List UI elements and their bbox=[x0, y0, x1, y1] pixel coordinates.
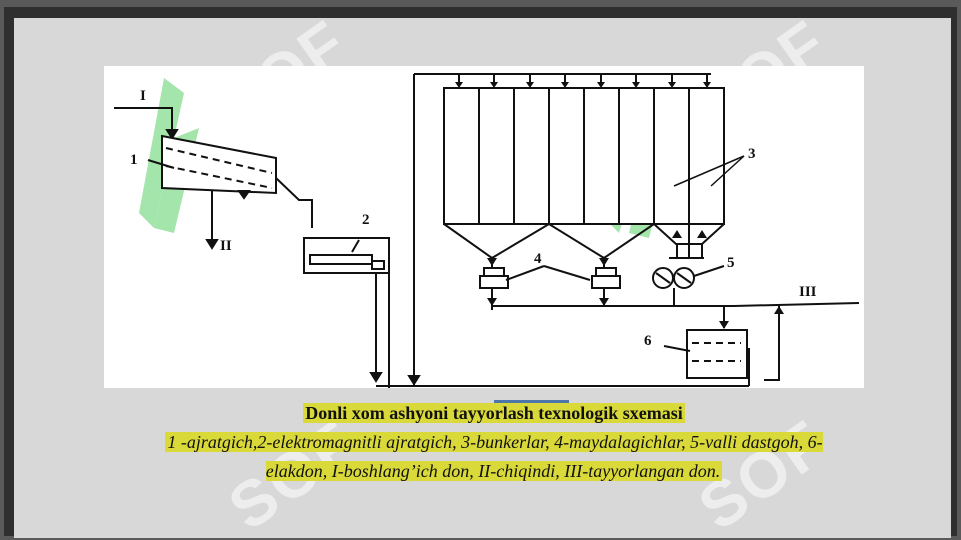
label-4: 4 bbox=[534, 251, 542, 267]
sieve-6 bbox=[663, 329, 750, 379]
slide-frame: SOF SOF SOF SOF bbox=[4, 7, 957, 538]
label-II: II bbox=[220, 238, 232, 254]
label-5: 5 bbox=[727, 255, 735, 271]
caption: Donli xom ashyoni tayyorlash texnologik … bbox=[154, 399, 834, 486]
bunkers-3 bbox=[443, 87, 725, 268]
label-1: 1 bbox=[130, 152, 138, 168]
caption-title: Donli xom ashyoni tayyorlash texnologik … bbox=[303, 403, 685, 423]
label-6: 6 bbox=[644, 333, 652, 349]
process-diagram: I 1 II 2 3 4 5 III 6 bbox=[104, 66, 864, 388]
roller-mill-5 bbox=[652, 257, 725, 305]
slide: SOF SOF SOF SOF bbox=[14, 18, 951, 538]
label-3: 3 bbox=[748, 146, 756, 162]
separator-1 bbox=[161, 134, 277, 195]
output-line-III bbox=[733, 302, 860, 307]
label-2: 2 bbox=[362, 212, 370, 228]
label-I: I bbox=[140, 88, 146, 104]
label-III: III bbox=[799, 284, 817, 300]
crushers-4 bbox=[479, 265, 621, 306]
input-line-I bbox=[114, 107, 173, 136]
caption-body: 1 -ajratgich,2-elektromagnitli ajratgich… bbox=[165, 432, 823, 481]
